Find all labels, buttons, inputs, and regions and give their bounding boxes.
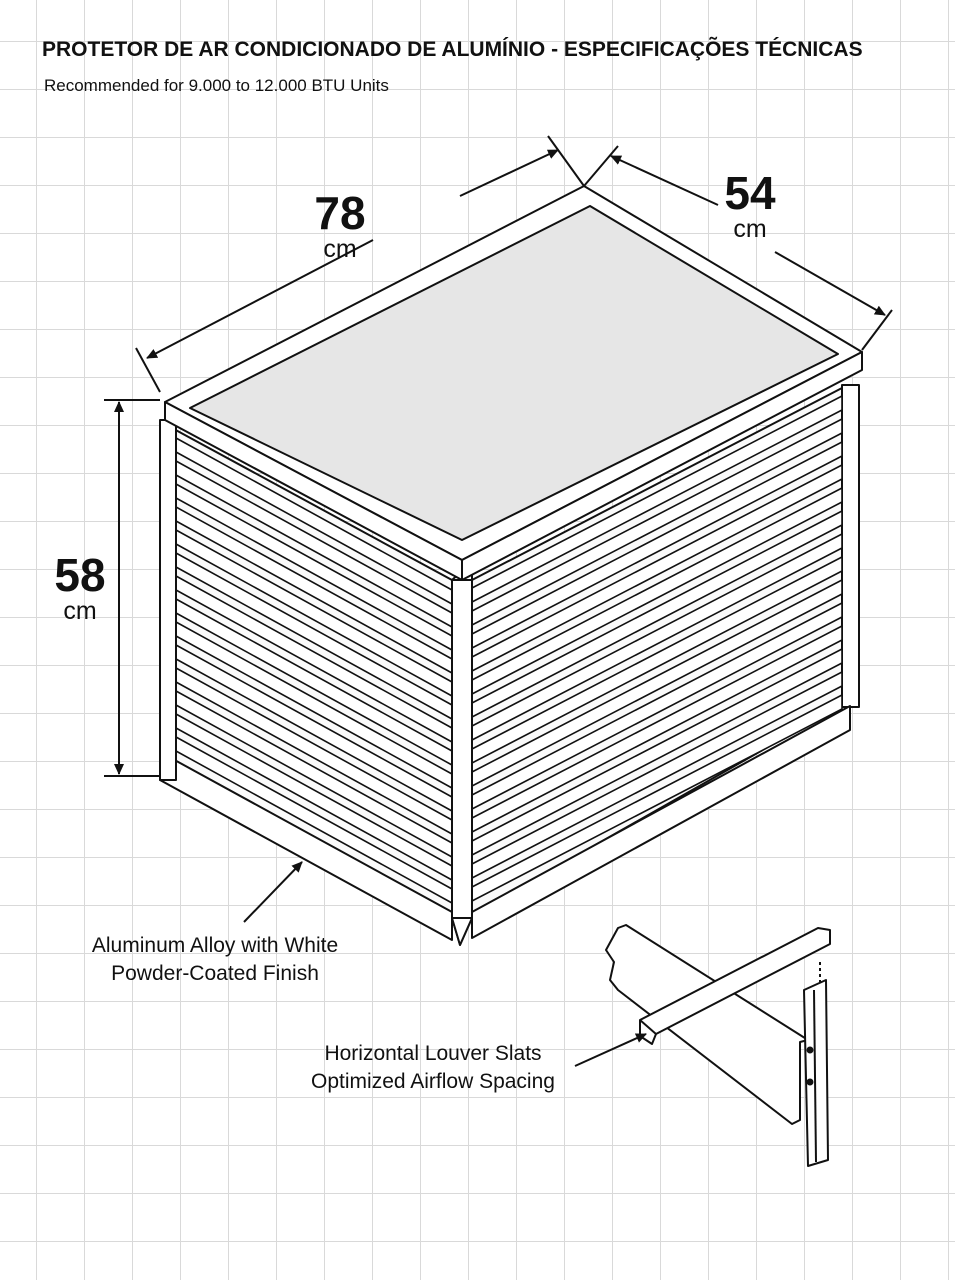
slats-callout-line1: Horizontal Louver Slats [324, 1042, 542, 1065]
slat-joint-detail [605, 924, 831, 1167]
page-subtitle: Recommended for 9.000 to 12.000 BTU Unit… [44, 76, 389, 95]
page-title: PROTETOR DE AR CONDICIONADO DE ALUMÍNIO … [42, 38, 863, 61]
ac-cover-box [159, 185, 863, 946]
slats-callout-line2: Optimized Airflow Spacing [311, 1070, 555, 1093]
material-callout-line1: Aluminum Alloy with White [91, 934, 339, 957]
width-unit: cm [323, 235, 357, 263]
height-label: 58 cm [40, 552, 120, 624]
width-label: 78 cm [300, 190, 380, 262]
material-callout: Aluminum Alloy with White Powder-Coated … [50, 932, 380, 988]
depth-dimension-line [583, 145, 893, 351]
slats-callout-arrow [574, 1033, 647, 1067]
height-dimension-line [104, 399, 160, 777]
slats-callout: Horizontal Louver Slats Optimized Airflo… [278, 1040, 588, 1096]
height-unit: cm [63, 597, 97, 625]
right-face-slats [471, 395, 843, 902]
depth-label: 54 cm [710, 170, 790, 242]
material-callout-line2: Powder-Coated Finish [111, 962, 319, 985]
left-face-slats [175, 437, 453, 904]
width-value: 78 [314, 187, 366, 239]
depth-value: 54 [724, 167, 776, 219]
width-dimension-line [135, 135, 585, 393]
depth-unit: cm [733, 215, 767, 243]
material-callout-arrow [243, 861, 303, 923]
height-value: 58 [54, 549, 106, 601]
